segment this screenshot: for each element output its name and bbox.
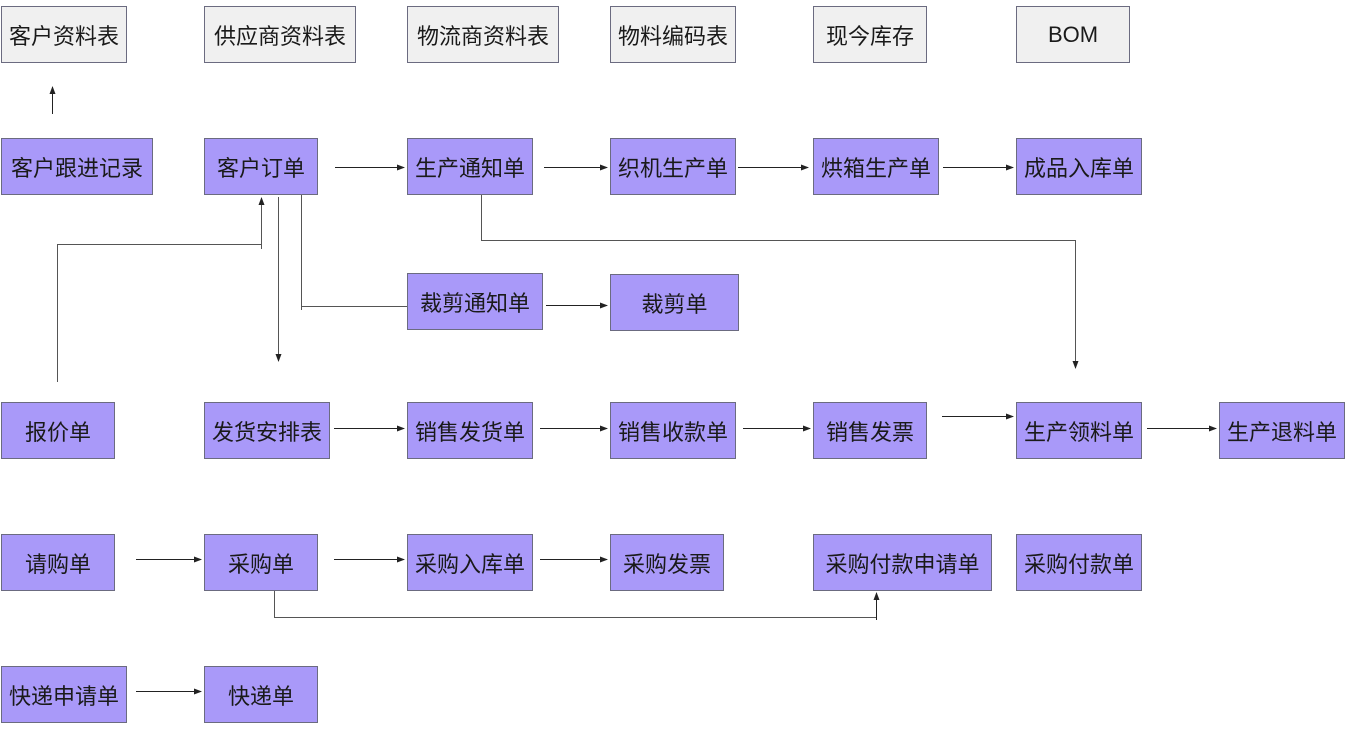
node-material-code[interactable]: 物料编码表 [610, 6, 736, 63]
node-supplier-master[interactable]: 供应商资料表 [204, 6, 356, 63]
node-customer-master[interactable]: 客户资料表 [1, 6, 127, 63]
edge-po-to-payment-request [274, 591, 877, 618]
node-express-request[interactable]: 快递申请单 [1, 666, 127, 723]
node-production-notice[interactable]: 生产通知单 [407, 138, 533, 195]
node-purchase-payment-request[interactable]: 采购付款申请单 [813, 534, 992, 591]
node-shipping-schedule[interactable]: 发货安排表 [204, 402, 330, 459]
node-customer-order[interactable]: 客户订单 [204, 138, 318, 195]
node-quotation[interactable]: 报价单 [1, 402, 115, 459]
node-cutting-notice[interactable]: 裁剪通知单 [407, 273, 543, 330]
node-current-stock[interactable]: 现今库存 [813, 6, 927, 63]
node-sales-receipt[interactable]: 销售收款单 [610, 402, 736, 459]
edge-quotation-to-order [57, 244, 262, 382]
edge-notice-to-picking [481, 195, 1079, 369]
node-purchase-payment[interactable]: 采购付款单 [1016, 534, 1142, 591]
node-purchase-requisition[interactable]: 请购单 [1, 534, 115, 591]
node-purchase-receipt[interactable]: 采购入库单 [407, 534, 533, 591]
node-sales-delivery[interactable]: 销售发货单 [407, 402, 533, 459]
node-production-picking[interactable]: 生产领料单 [1016, 402, 1142, 459]
node-logistics-master[interactable]: 物流商资料表 [407, 6, 559, 63]
node-sales-invoice[interactable]: 销售发票 [813, 402, 927, 459]
node-finished-goods-in[interactable]: 成品入库单 [1016, 138, 1142, 195]
node-cutting-order[interactable]: 裁剪单 [610, 274, 739, 331]
node-express-order[interactable]: 快递单 [204, 666, 318, 723]
node-customer-followup[interactable]: 客户跟进记录 [1, 138, 153, 195]
node-oven-production[interactable]: 烘箱生产单 [813, 138, 939, 195]
node-purchase-order[interactable]: 采购单 [204, 534, 318, 591]
node-loom-production[interactable]: 织机生产单 [610, 138, 736, 195]
node-bom[interactable]: BOM [1016, 6, 1130, 63]
node-purchase-invoice[interactable]: 采购发票 [610, 534, 724, 591]
node-production-return[interactable]: 生产退料单 [1219, 402, 1345, 459]
